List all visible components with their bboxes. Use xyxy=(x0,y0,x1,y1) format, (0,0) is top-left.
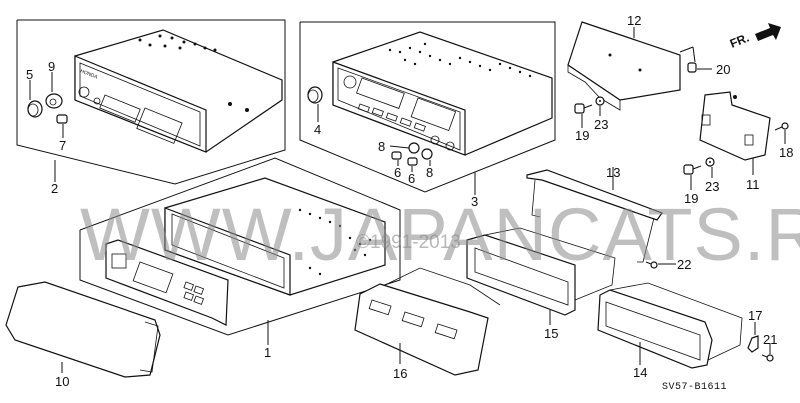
callouts: 1 2 3 4 5 6 6 7 8 8 9 10 11 12 13 14 15 … xyxy=(26,13,793,389)
knob-5[interactable] xyxy=(27,100,43,118)
callout-20[interactable]: 20 xyxy=(716,62,730,77)
face-case-10[interactable] xyxy=(5,281,161,378)
bolt-19-lower[interactable] xyxy=(683,164,702,175)
screw-22[interactable] xyxy=(645,261,658,269)
callout-12[interactable]: 12 xyxy=(627,13,641,28)
knob-6-left[interactable] xyxy=(391,151,402,160)
washer-23-upper[interactable] xyxy=(595,96,605,106)
callout-17[interactable]: 17 xyxy=(748,308,762,323)
bracket-13[interactable] xyxy=(526,169,663,263)
assembly-1-boundary xyxy=(79,157,401,345)
bracket-11[interactable] xyxy=(699,91,771,161)
callout-16[interactable]: 16 xyxy=(393,366,407,381)
callout-9[interactable]: 9 xyxy=(48,59,55,74)
callout-1[interactable]: 1 xyxy=(264,345,271,360)
callout-22[interactable]: 22 xyxy=(677,257,691,272)
radio-cassette-unit-2[interactable]: HONDA xyxy=(74,29,283,153)
bracket-12[interactable] xyxy=(567,21,681,111)
assembly-2-boundary xyxy=(16,19,286,185)
callout-23-lower[interactable]: 23 xyxy=(705,179,719,194)
callout-19-lower[interactable]: 19 xyxy=(684,191,698,206)
callout-6-left[interactable]: 6 xyxy=(394,165,401,180)
radio-faceplate[interactable] xyxy=(105,239,229,326)
front-direction-indicator: FR. xyxy=(728,23,781,51)
callout-2[interactable]: 2 xyxy=(51,181,58,196)
callout-3[interactable]: 3 xyxy=(471,194,478,209)
watermark: WWW.JAPANCATS.RU xyxy=(80,193,800,276)
callout-18[interactable]: 18 xyxy=(779,145,793,160)
diagram-code: SV57-B1611 xyxy=(662,382,727,393)
callout-11[interactable]: 11 xyxy=(746,177,760,192)
front-arrow-icon xyxy=(755,23,781,41)
radio-cassette-unit-3[interactable] xyxy=(332,31,553,156)
callout-8-lower[interactable]: 8 xyxy=(426,165,433,180)
callout-14[interactable]: 14 xyxy=(633,365,647,380)
assembly-3-boundary xyxy=(299,21,556,195)
callout-19-upper[interactable]: 19 xyxy=(575,128,589,143)
callout-23-upper[interactable]: 23 xyxy=(594,117,608,132)
radio-unit-1-chassis[interactable] xyxy=(164,177,386,296)
knob-7[interactable] xyxy=(56,114,68,124)
knob-6-right[interactable] xyxy=(407,157,418,166)
screw-21[interactable] xyxy=(761,354,774,362)
callout-10[interactable]: 10 xyxy=(55,374,69,389)
screw-18[interactable] xyxy=(774,122,789,131)
nut-20[interactable] xyxy=(687,62,697,73)
callout-7[interactable]: 7 xyxy=(59,138,66,153)
callout-15[interactable]: 15 xyxy=(544,326,558,341)
knob-9[interactable] xyxy=(45,93,63,109)
washer-23-lower[interactable] xyxy=(705,157,715,167)
knob-4[interactable] xyxy=(307,86,323,104)
callout-21[interactable]: 21 xyxy=(763,332,777,347)
front-direction-label: FR. xyxy=(728,31,751,51)
knob-8-lower[interactable] xyxy=(421,148,433,160)
callout-8-upper[interactable]: 8 xyxy=(378,139,385,154)
callout-13[interactable]: 13 xyxy=(606,165,620,180)
bolt-19-upper[interactable] xyxy=(574,103,593,114)
pocket-15[interactable] xyxy=(466,227,616,316)
callout-5[interactable]: 5 xyxy=(26,67,33,82)
watermark-copyright: ©1991-2013 xyxy=(356,232,461,253)
callout-6-right[interactable]: 6 xyxy=(408,171,415,186)
pocket-14[interactable] xyxy=(597,282,743,369)
callout-4[interactable]: 4 xyxy=(314,122,321,137)
cup-holder-16[interactable] xyxy=(354,267,501,376)
knob-8-upper[interactable] xyxy=(408,142,420,154)
clip-17[interactable] xyxy=(747,335,759,353)
